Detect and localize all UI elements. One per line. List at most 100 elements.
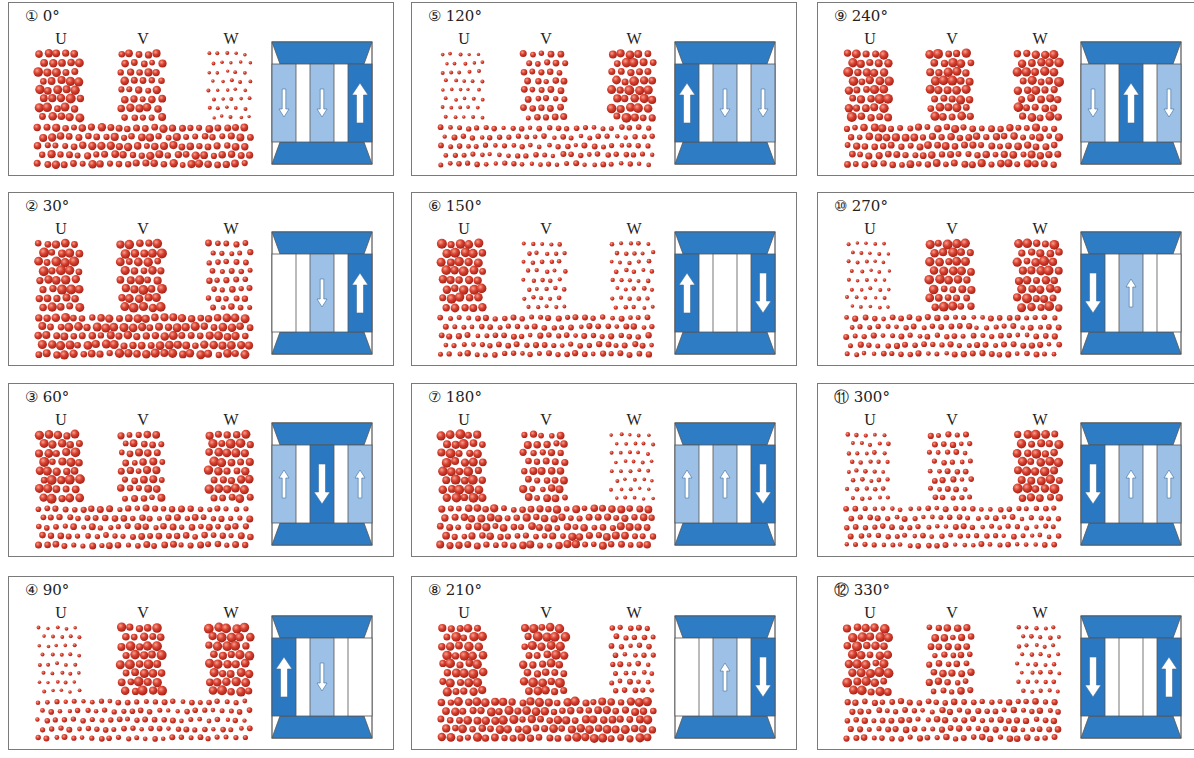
flux-dot <box>621 532 629 540</box>
flux-dot <box>148 266 157 275</box>
flux-dot <box>540 259 545 264</box>
flux-dot <box>156 302 166 312</box>
flux-dot <box>600 351 606 357</box>
flux-dot <box>436 541 444 549</box>
flux-dot <box>211 516 216 521</box>
flux-dot <box>501 735 507 741</box>
flux-dot <box>74 77 83 86</box>
flux-dot <box>551 343 556 348</box>
flux-dot <box>548 86 555 93</box>
flux-dot <box>465 524 471 530</box>
flux-dot <box>624 268 629 273</box>
flux-dot <box>457 71 461 75</box>
flux-dot <box>464 642 474 652</box>
flux-dot <box>140 669 149 678</box>
flux-dot <box>439 678 446 685</box>
flux-dot <box>560 477 568 485</box>
flux-dot <box>135 86 142 93</box>
flux-dot <box>149 458 157 466</box>
flux-dot <box>133 333 140 340</box>
flux-dot <box>231 448 240 457</box>
flux-dot <box>228 477 235 484</box>
flux-dot <box>210 668 219 677</box>
flux-dot <box>58 495 65 502</box>
flux-dot <box>214 484 223 493</box>
flux-dot <box>469 632 479 642</box>
flux-dot <box>214 142 221 149</box>
flux-dot <box>136 660 144 668</box>
flux-dot <box>207 260 212 265</box>
core-leg <box>348 254 372 332</box>
flux-dot <box>542 669 550 677</box>
flux-dot <box>173 133 181 141</box>
flux-arrow <box>317 663 327 691</box>
flux-dot <box>108 699 113 704</box>
flux-dot <box>125 49 133 57</box>
flux-dot <box>615 442 619 446</box>
flux-dot <box>124 349 132 357</box>
flux-dot <box>637 260 641 264</box>
flux-dot <box>229 268 235 274</box>
flux-dot <box>650 459 654 463</box>
flux-dot <box>491 717 499 725</box>
flux-dot <box>535 698 544 707</box>
flux-dot <box>608 735 615 742</box>
flux-dot <box>232 660 240 668</box>
flux-dot <box>537 145 542 150</box>
flux-dot <box>582 314 588 320</box>
flux-dot <box>483 352 488 357</box>
flux-dot <box>102 340 111 349</box>
flux-dot <box>213 642 222 651</box>
core-leg <box>675 445 699 523</box>
flux-dot <box>119 151 126 158</box>
flux-dot <box>226 88 230 92</box>
flux-dot <box>240 350 249 359</box>
flux-dot <box>36 735 41 740</box>
flux-dot <box>215 541 222 548</box>
flux-dot <box>610 260 614 264</box>
flux-dot <box>220 269 225 274</box>
flux-dot <box>651 653 656 658</box>
flux-dot <box>450 248 460 258</box>
flux-dot <box>61 543 67 549</box>
flux-dot <box>71 241 78 248</box>
flux-dot <box>626 735 633 742</box>
flux-dot <box>118 86 124 92</box>
flux-dot <box>170 159 178 167</box>
flux-dot <box>461 134 466 139</box>
flux-dot <box>43 736 49 742</box>
core-outline <box>675 616 775 738</box>
flux-dot <box>136 625 143 632</box>
core-leg <box>310 638 334 716</box>
flux-dot <box>123 441 129 447</box>
flux-dot <box>646 680 651 685</box>
flux-dot <box>136 485 142 491</box>
flux-dot <box>62 734 68 740</box>
flux-dot <box>243 53 247 57</box>
flux-dot <box>439 332 445 338</box>
flux-dot <box>649 343 654 348</box>
flux-dot <box>472 660 482 670</box>
flux-dot <box>524 343 529 348</box>
flux-dot <box>165 341 174 350</box>
flux-dot <box>58 250 66 258</box>
flux-arrow <box>355 470 365 498</box>
flux-dot <box>480 135 485 140</box>
flux-dot <box>642 325 647 330</box>
flux-dot <box>157 708 162 713</box>
flux-dot <box>495 515 503 523</box>
flux-dot <box>208 71 212 75</box>
flux-dot <box>572 733 581 742</box>
flux-dot <box>153 525 158 530</box>
flux-dot <box>476 106 480 110</box>
flux-dot <box>470 707 477 714</box>
flux-dot <box>520 677 528 685</box>
flux-dot <box>533 514 539 520</box>
flux-dot <box>99 736 105 742</box>
flux-dot <box>617 522 625 530</box>
flux-dot <box>561 632 571 642</box>
flux-dot <box>93 134 100 141</box>
flux-dot <box>238 152 245 159</box>
flux-dot <box>75 134 82 141</box>
flux-dot <box>545 699 553 707</box>
